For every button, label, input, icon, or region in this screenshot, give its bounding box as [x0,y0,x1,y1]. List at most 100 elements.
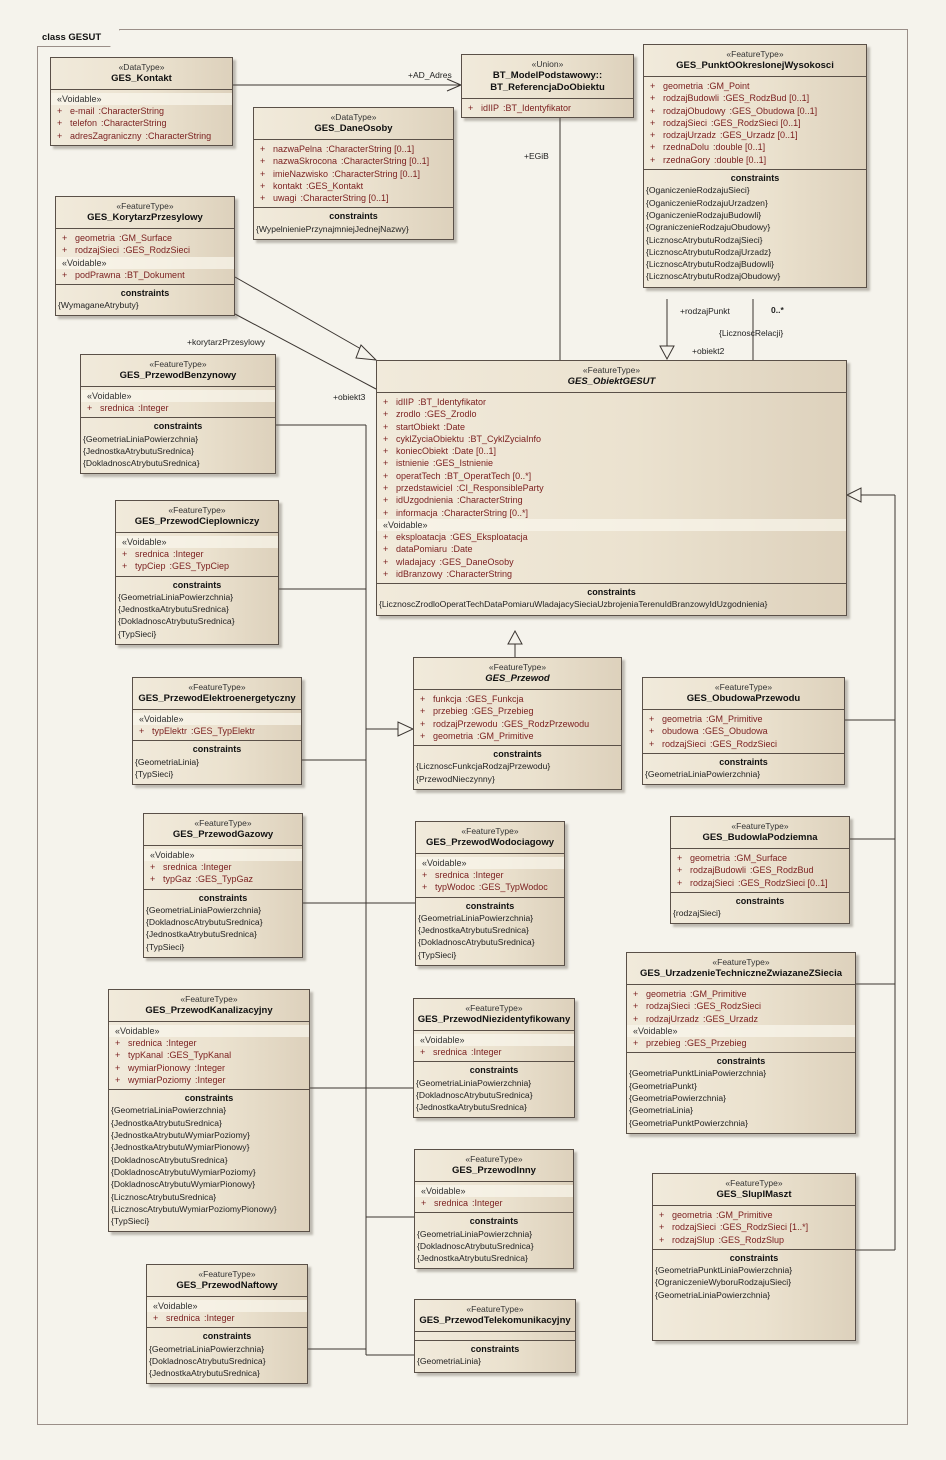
attribute-row[interactable]: +typWodoc:GES_TypWodoc [416,881,564,893]
attribute-row[interactable]: +geometria:GM_Surface [671,852,849,864]
attribute-row[interactable]: +podPrawna:BT_Dokument [56,269,234,281]
attribute-row[interactable]: +rodzajSieci:GES_RodzSieci [0..1] [644,117,866,129]
attribute-row[interactable]: +nazwaSkrocona:CharacterString [0..1] [254,155,453,167]
attribute-row[interactable]: +nazwaPelna:CharacterString [0..1] [254,143,453,155]
attribute-row[interactable]: +srednica:Integer [416,869,564,881]
class-ges-slup-i-maszt[interactable]: «FeatureType»GES_SlupIMaszt+geometria:GM… [652,1173,856,1341]
attribute-row[interactable]: +typGaz:GES_TypGaz [144,873,302,885]
multiplicity-label: 0..* [771,305,784,315]
attribute-row[interactable]: +informacja:CharacterString [0..*] [377,507,846,519]
attribute-row[interactable]: +operatTech:BT_OperatTech [0..*] [377,470,846,482]
class-ges-obiekt-gesut[interactable]: «FeatureType»GES_ObiektGESUT +idIIP:BT_Id… [376,360,847,616]
class-bt-referencja-do-obiektu[interactable]: «Union»BT_ModelPodstawowy::BT_Referencja… [461,54,634,119]
class-ges-przewod-benzynowy[interactable]: «FeatureType»GES_PrzewodBenzynowy«Voidab… [80,354,276,475]
attribute-row[interactable]: +przebieg:GES_Przebieg [414,705,621,717]
class-ges-przewod-gazowy[interactable]: «FeatureType»GES_PrzewodGazowy«Voidable»… [143,813,303,959]
attribute-row[interactable]: +rodzajBudowli:GES_RodzBud [0..1] [644,92,866,104]
attribute-row[interactable]: +idUzgodnienia:CharacterString [377,494,846,506]
attribute-row[interactable]: +startObiekt:Date [377,421,846,433]
attribute-row[interactable]: +srednica:Integer [414,1046,574,1058]
attribute-row[interactable]: +imieNazwisko:CharacterString [0..1] [254,168,453,180]
attribute-row[interactable]: +srednica:Integer [144,861,302,873]
public-visibility-icon: + [139,726,145,736]
attribute-row[interactable]: +geometria:GM_Primitive [414,730,621,742]
attribute-row[interactable]: +rodzajPrzewodu:GES_RodzPrzewodu [414,718,621,730]
class-ges-przewod-inny[interactable]: «FeatureType»GES_PrzewodInny«Voidable»+s… [414,1149,574,1270]
attribute-row[interactable]: +geometria:GM_Primitive [643,713,844,725]
attribute-row[interactable]: +idIIP:BT_Identyfikator [462,102,633,114]
attribute-row[interactable]: +srednica:Integer [81,402,275,414]
public-visibility-icon: + [383,568,389,579]
class-ges-przewod-kanalizacyjny[interactable]: «FeatureType»GES_PrzewodKanalizacyjny«Vo… [108,989,310,1233]
class-ges-przewod-cieplowniczy[interactable]: «FeatureType»GES_PrzewodCieplowniczy«Voi… [115,500,279,646]
class-ges-dane-osoby[interactable]: «DataType»GES_DaneOsoby+nazwaPelna:Chara… [253,107,454,241]
class-ges-punkt-o-okreslonej-wysokosci[interactable]: «FeatureType»GES_PunktOOkreslonejWysokos… [643,44,867,288]
attributes-compartment: «Voidable»+srednica:Integer+typKanal:GES… [109,1022,309,1091]
voidable-stereotype: «Voidable» [81,390,275,402]
class-ges-przewod-naftowy[interactable]: «FeatureType»GES_PrzewodNaftowy«Voidable… [146,1264,308,1385]
attribute-row[interactable]: +rodzajObudowy:GES_Obudowa [0..1] [644,105,866,117]
class-ges-korytarz-przesylowy[interactable]: «FeatureType»GES_KorytarzPrzesylowy+geom… [55,196,235,317]
class-ges-przewod-elektroenergetyczny[interactable]: «FeatureType»GES_PrzewodElektroenergetyc… [132,677,302,786]
public-visibility-icon: + [633,1037,639,1048]
public-visibility-icon: + [649,726,655,737]
attribute-row[interactable]: +przedstawiciel:CI_ResponsibleParty [377,482,846,494]
attribute-row[interactable]: +wymiarPoziomy:Integer [109,1074,309,1086]
attribute-row[interactable]: +srednica:Integer [116,548,278,560]
attribute-row[interactable]: +rodzajSieci:GES_RodzSieci [643,738,844,750]
attribute-row[interactable]: +kontakt:GES_Kontakt [254,180,453,192]
attribute-row[interactable]: +geometria:GM_Primitive [627,988,855,1000]
attribute-name: idIIP [481,103,500,113]
attribute-row[interactable]: +funkcja:GES_Funkcja [414,693,621,705]
attribute-row[interactable]: +rodzajBudowli:GES_RodzBud [671,864,849,876]
attribute-row[interactable]: +koniecObiekt:Date [0..1] [377,445,846,457]
class-ges-budowla-podziemna[interactable]: «FeatureType»GES_BudowlaPodziemna+geomet… [670,816,850,925]
class-ges-obudowa-przewodu[interactable]: «FeatureType»GES_ObudowaPrzewodu+geometr… [642,677,845,786]
attribute-row[interactable]: +rzednaDolu:double [0..1] [644,141,866,153]
attribute-row[interactable]: +srednica:Integer [147,1312,307,1324]
attribute-row[interactable]: +srednica:Integer [109,1037,309,1049]
attribute-row[interactable]: +srednica:Integer [415,1197,573,1209]
attribute-row[interactable]: +obudowa:GES_Obudowa [643,725,844,737]
class-ges-kontakt[interactable]: «DataType»GES_Kontakt«Voidable»+e-mail:C… [50,57,233,146]
attribute-row[interactable]: +telefon:CharacterString [51,117,232,129]
class-ges-urzadzenie-techniczne-zwiazane-z-siecia[interactable]: «FeatureType»GES_UrzadzenieTechniczneZwi… [626,952,856,1134]
class-header: «FeatureType»GES_ObiektGESUT [377,361,846,393]
attribute-name: obudowa [662,726,699,737]
attribute-row[interactable]: +rodzajSieci:GES_RodzSieci [56,244,234,256]
attribute-row[interactable]: +adresZagraniczny:CharacterString [51,130,232,142]
attribute-row[interactable]: +typElektr:GES_TypElektr [133,725,301,737]
class-ges-przewod-niezidentyfikowany[interactable]: «FeatureType»GES_PrzewodNiezidentyfikowa… [413,998,575,1119]
attributes-compartment: +geometria:GM_Surface+rodzajBudowli:GES_… [671,849,849,893]
attribute-row[interactable]: +geometria:GM_Primitive [653,1209,855,1221]
attribute-row[interactable]: +wladajacy:GES_DaneOsoby [377,556,846,568]
attribute-row[interactable]: +rodzajSieci:GES_RodzSieci [1..*] [653,1221,855,1233]
attribute-row[interactable]: +typCiep:GES_TypCiep [116,560,278,572]
attribute-row[interactable]: +uwagi:CharacterString [0..1] [254,192,453,204]
class-ges-przewod-telekomunikacyjny[interactable]: «FeatureType»GES_PrzewodTelekomunikacyjn… [414,1299,576,1373]
attribute-row[interactable]: +rodzajSieci:GES_RodzSieci [627,1000,855,1012]
constraint-item: {GeometriaPunktLiniaPowierzchnia} [629,1068,767,1079]
attribute-row[interactable]: +wymiarPionowy:Integer [109,1062,309,1074]
attribute-row[interactable]: +geometria:GM_Surface [56,232,234,244]
attribute-row[interactable]: +e-mail:CharacterString [51,105,232,117]
attribute-row[interactable]: +rodzajSieci:GES_RodzSieci [0..1] [671,877,849,889]
attribute-row[interactable]: +rodzajSlup:GES_RodzSlup [653,1234,855,1246]
attribute-row[interactable]: +rodzajUrzadz:GES_Urzadz [0..1] [644,129,866,141]
class-ges-przewod[interactable]: «FeatureType»GES_Przewod+funkcja:GES_Fun… [413,657,622,791]
class-ges-przewod-wodociagowy[interactable]: «FeatureType»GES_PrzewodWodociagowy«Void… [415,821,565,967]
attribute-row[interactable]: +rzednaGory:double [0..1] [644,154,866,166]
attribute-row[interactable]: +rodzajUrzadz:GES_Urzadz [627,1013,855,1025]
attribute-row[interactable]: +dataPomiaru:Date [377,543,846,555]
attribute-row[interactable]: +istnienie:GES_Istnienie [377,457,846,469]
attribute-row[interactable]: +przebieg:GES_Przebieg [627,1037,855,1049]
attribute-row[interactable]: +zrodlo:GES_Zrodlo [377,408,846,420]
attribute-row[interactable]: +idBranzowy:CharacterString [377,568,846,580]
attribute-row[interactable]: +eksploatacja:GES_Eksploatacja [377,531,846,543]
attribute-row[interactable]: +geometria:GM_Point [644,80,866,92]
attribute-row[interactable]: +cyklZyciaObiektu:BT_CyklZyciaInfo [377,433,846,445]
attribute-row[interactable]: +idIIP:BT_Identyfikator [377,396,846,408]
public-visibility-icon: + [468,103,474,113]
attribute-name: wymiarPionowy [128,1062,191,1073]
attribute-row[interactable]: +typKanal:GES_TypKanal [109,1049,309,1061]
